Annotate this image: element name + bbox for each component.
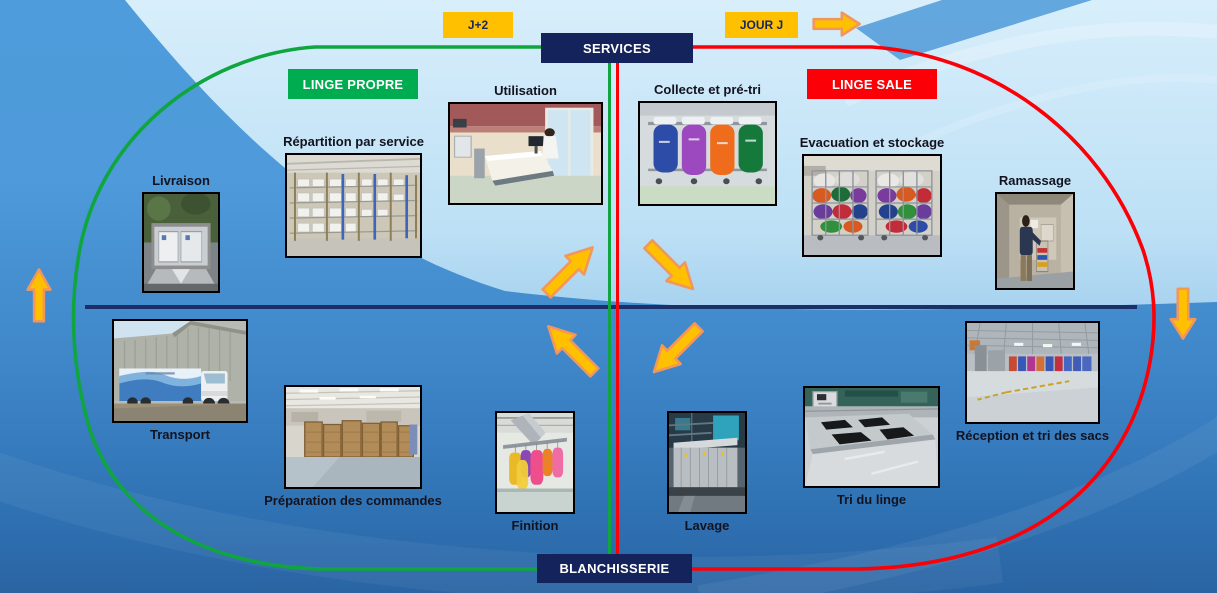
- photo-collecte: [638, 101, 777, 206]
- stage-label-repartition: Répartition par service: [283, 134, 424, 149]
- nw-arrow-icon: [536, 314, 605, 383]
- stage-label-evacuation: Evacuation et stockage: [799, 135, 945, 150]
- photo-tri: [803, 386, 940, 488]
- photo-ramassage: [995, 192, 1075, 290]
- stage-preparation: Préparation des commandes: [264, 385, 442, 509]
- right-arrow-icon: [813, 11, 861, 37]
- stage-utilisation: Utilisation: [448, 82, 603, 205]
- stage-livraison: Livraison: [142, 172, 220, 293]
- dirty-vertical-line: [616, 62, 619, 555]
- stage-finition: Finition: [495, 411, 575, 534]
- services-blanchisserie-divider: [85, 305, 1137, 309]
- stage-label-utilisation: Utilisation: [494, 83, 557, 98]
- services-hub: SERVICES: [541, 33, 693, 63]
- photo-repartition: [285, 153, 422, 258]
- blanchisserie-hub: BLANCHISSERIE: [537, 554, 692, 583]
- stage-ramassage: Ramassage: [995, 172, 1075, 290]
- photo-lavage: [667, 411, 747, 514]
- jour-j-tag: JOUR J: [725, 12, 798, 38]
- ne-arrow-icon: [535, 235, 604, 304]
- stage-label-collecte: Collecte et pré-tri: [654, 82, 761, 97]
- stage-collecte: Collecte et pré-tri: [638, 81, 777, 206]
- stage-label-lavage: Lavage: [684, 518, 730, 533]
- stage-label-tri: Tri du linge: [836, 492, 907, 507]
- stage-transport: Transport: [112, 319, 248, 443]
- stage-label-ramassage: Ramassage: [998, 173, 1072, 188]
- photo-evacuation: [802, 154, 942, 257]
- photo-utilisation: [448, 102, 603, 205]
- stage-label-transport: Transport: [150, 427, 210, 442]
- stage-label-livraison: Livraison: [152, 173, 210, 188]
- photo-preparation: [284, 385, 422, 489]
- photo-finition: [495, 411, 575, 514]
- sw-arrow-icon: [642, 316, 710, 384]
- up-arrow-icon: [26, 268, 52, 322]
- stage-tri: Tri du linge: [803, 386, 940, 508]
- stage-reception: Réception et tri des sacs: [956, 321, 1109, 444]
- stage-label-reception: Réception et tri des sacs: [955, 428, 1110, 443]
- linge-propre-badge: LINGE PROPRE: [288, 69, 418, 99]
- photo-livraison: [142, 192, 220, 293]
- stage-evacuation: Evacuation et stockage: [799, 134, 945, 257]
- linge-sale-badge: LINGE SALE: [807, 69, 937, 99]
- photo-reception: [965, 321, 1100, 424]
- stage-repartition: Répartition par service: [283, 133, 424, 258]
- stage-label-preparation: Préparation des commandes: [264, 493, 442, 508]
- clean-vertical-line: [608, 62, 611, 555]
- se-arrow-icon: [637, 233, 705, 301]
- down-arrow-icon: [1169, 288, 1197, 340]
- j-plus-2-tag: J+2: [443, 12, 513, 38]
- stage-lavage: Lavage: [667, 411, 747, 534]
- stage-label-finition: Finition: [511, 518, 559, 533]
- photo-transport: [112, 319, 248, 423]
